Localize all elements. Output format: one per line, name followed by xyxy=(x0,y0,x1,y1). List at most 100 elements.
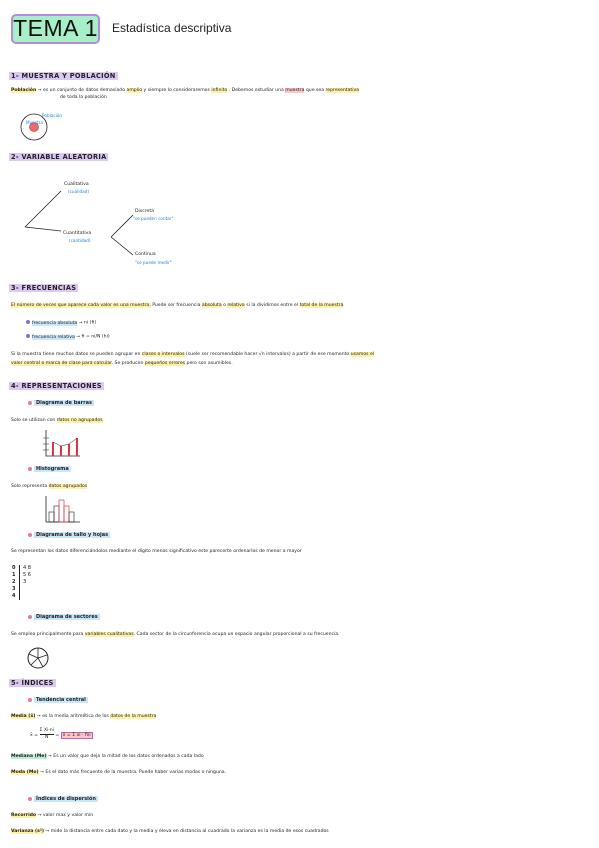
label-continua: Continua xyxy=(135,252,156,257)
label-cuantitativa-sub: (cantidad) xyxy=(69,238,91,243)
term-total-muestra: total de la muestra xyxy=(299,303,344,308)
s3-p1-d: usamos el xyxy=(350,352,375,357)
term-mediana: Mediana (Me) xyxy=(11,754,47,759)
term-histograma: Histograma xyxy=(34,466,71,472)
s1-line-2: de toda la población xyxy=(60,95,107,100)
formula-fraction: Σ Xi·ni N xyxy=(39,728,54,741)
term-clases-intervalos: clases o intervalos xyxy=(141,352,185,357)
sub-tallo-hojas: Diagrama de tallo y hojas xyxy=(28,532,111,539)
stem-leaf-row: 4 xyxy=(12,593,31,600)
figure-label-poblacion: Población xyxy=(42,113,63,118)
label-cualitativa: Cualitativa xyxy=(64,182,89,187)
term-absoluta: absoluta xyxy=(201,303,222,308)
s3-para-line-1: Si la muestra tiene muchos datos se pued… xyxy=(11,352,375,358)
sub-histograma: Histograma xyxy=(28,466,71,473)
stem-leaf-row: 3 xyxy=(12,586,31,593)
term-moda: Moda (Mo) xyxy=(11,770,39,775)
pie-desc-a: Se emplea principalmente para xyxy=(11,632,84,637)
s1-text-b: → es un conjunto de datos demasiado xyxy=(37,88,126,93)
leaf-values xyxy=(20,593,23,600)
s3-text-a: El número de veces que aparece cada valo… xyxy=(11,303,151,308)
recorrido-line: Recorrido → valor max y valor min xyxy=(11,813,93,819)
s3-p2-d: pero son asumibles. xyxy=(186,361,233,366)
bar-chart-sketch-icon xyxy=(43,430,80,457)
leaf-values: 4 8 xyxy=(23,565,31,571)
term-marca-clase: valor central o marca de clase para calc… xyxy=(11,361,112,366)
term-diagrama-barras: Diagrama de barras xyxy=(34,400,94,406)
term-muestra: muestra xyxy=(285,88,305,93)
page-subtitle: Estadística descriptiva xyxy=(112,21,232,35)
bar-desc: Solo se utilizan con datos no agrupados xyxy=(11,418,103,424)
term-pequenos-errores: pequeños errores xyxy=(144,361,186,366)
leaf-values: 5 6 xyxy=(23,572,31,578)
pie-chart-sketch-icon xyxy=(27,647,49,669)
formula-relativa: → fi = ni/N (hi) xyxy=(76,334,110,340)
media-formula: x̄ = Σ Xi·ni N = x̄ = Σ xi · fi/i xyxy=(30,728,93,741)
term-dispersion: Índices de dispersión xyxy=(34,796,98,802)
varianza-b: → mide la distancia entre cada dato y la… xyxy=(45,829,329,834)
s3-text-b: Puede ser frecuencia xyxy=(152,303,201,308)
figure-label-muestra: Muestra xyxy=(26,120,43,125)
bar-desc-a: Solo se utilizan con xyxy=(11,418,56,423)
bullet-dot-icon xyxy=(28,532,32,537)
bullet-dot-icon xyxy=(28,697,32,702)
sub-tendencia-central: Tendencia central xyxy=(28,697,88,704)
bullet-dot-icon xyxy=(28,466,32,471)
formula-numerator: Σ Xi·ni xyxy=(39,728,54,735)
s3-line-1: El número de veces que aparece cada valo… xyxy=(11,303,344,309)
bullet-frecuencia-relativa: frecuencia relativa → fi = ni/N (hi) xyxy=(26,334,110,341)
s3-text-d: o xyxy=(223,303,226,308)
term-tendencia-central: Tendencia central xyxy=(34,697,88,703)
label-discreta-sub: "se pueden contar" xyxy=(133,216,174,221)
term-recorrido: Recorrido xyxy=(11,813,37,818)
hist-desc-a: Solo representa xyxy=(11,484,48,489)
formula-rhs: x̄ = Σ xi · fi/i xyxy=(60,732,93,739)
stem-value: 1 xyxy=(12,572,20,579)
sub-sectores: Diagrama de sectores xyxy=(28,614,100,621)
pie-desc-c: . Cada sector de la circunferencia ocupa… xyxy=(133,632,340,637)
section-heading-2: 2- VARIABLE ALEATORIA xyxy=(9,153,109,161)
moda-line: Moda (Mo) → Es el dato más frecuente de … xyxy=(11,770,226,776)
bullet-dot-icon xyxy=(28,796,32,801)
term-varianza: Varianza (s²) xyxy=(11,829,44,834)
stem-value: 0 xyxy=(12,565,20,572)
term-frecuencia-relativa: frecuencia relativa xyxy=(32,334,75,340)
section-heading-5: 5- ÍNDICES xyxy=(9,679,56,687)
term-frecuencia-absoluta: frecuencia absoluta xyxy=(32,320,78,326)
term-poblacion: Población xyxy=(11,88,37,93)
s3-text-f: si la dividimos entre el xyxy=(246,303,299,308)
mediana-b: → Es un valor que deja la mitad de los d… xyxy=(47,754,204,759)
variable-tree-lines xyxy=(24,190,134,256)
population-sample-figure xyxy=(20,113,48,141)
varianza-line: Varianza (s²) → mide la distancia entre … xyxy=(11,829,329,835)
term-cualitativas: variables cualitativas xyxy=(84,632,134,637)
formula-denominator: N xyxy=(45,735,49,740)
s3-p1-c: (suele ser recomendable hacer √n interva… xyxy=(185,352,350,357)
term-no-agrupados: datos no agrupados xyxy=(56,418,103,423)
histogram-sketch-icon xyxy=(45,496,80,523)
bullet-dot-icon xyxy=(28,400,32,405)
term-agrupados: datos agrupados xyxy=(48,484,88,489)
mediana-line: Mediana (Me) → Es un valor que deja la m… xyxy=(11,754,204,760)
term-relativa: relativa xyxy=(227,303,245,308)
s3-p1-a: Si la muestra tiene muchos datos se pued… xyxy=(11,352,141,357)
s1-text-d: y siempre lo consideraremos xyxy=(143,88,210,93)
sub-dispersion: Índices de dispersión xyxy=(28,796,98,803)
media-line: Media (x̄) → es la media aritmética de l… xyxy=(11,714,157,720)
term-representativa: representativa xyxy=(325,88,360,93)
stem-value: 2 xyxy=(12,579,20,586)
bullet-dot-icon xyxy=(28,614,32,619)
bullet-dot-icon xyxy=(26,334,30,338)
term-infinito: infinito xyxy=(211,88,228,93)
label-continua-sub: "se puede medir" xyxy=(135,260,172,265)
section-heading-4: 4- REPRESENTACIONES xyxy=(9,382,104,390)
term-media: Media (x̄) xyxy=(11,714,36,719)
bullet-dot-icon xyxy=(26,320,30,324)
moda-b: → Es el dato más frecuente de la muestra… xyxy=(40,770,227,775)
sub-diagrama-barras: Diagrama de barras xyxy=(28,400,94,407)
